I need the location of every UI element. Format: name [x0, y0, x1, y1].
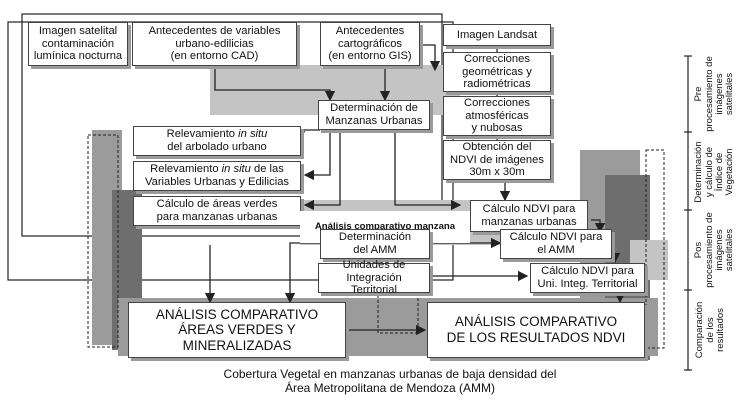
- node-antecedentes-variables: Antecedentes de variables urbano-edilici…: [132, 22, 297, 66]
- node-imagen-satelital: Imagen satelital contaminación lumínica …: [28, 22, 128, 66]
- node-relevamiento-variables: Relevamiento in situ de las Variables Ur…: [133, 161, 301, 191]
- text-run: del arbolado urbano: [167, 141, 267, 153]
- node-analisis-resultados-text: ANÁLISIS COMPARATIVO DE LOS RESULTADOS N…: [446, 314, 626, 345]
- node-relevamiento-arbolado-text: Relevamiento in situ del arbolado urbano: [167, 128, 268, 153]
- connector: [420, 44, 441, 72]
- node-obtencion-ndvi-text: Obtención del NDVI de imágenes 30m x 30m: [450, 141, 544, 179]
- node-calculo-ndvi-manzanas-text: Cálculo NDVI para manzanas urbanas: [481, 203, 577, 228]
- connector: [590, 219, 606, 234]
- node-determinacion-manzanas-text: Determinación de Manzanas Urbanas: [325, 102, 423, 127]
- node-analisis-resultados: ANÁLISIS COMPARATIVO DE LOS RESULTADOS N…: [427, 302, 645, 358]
- node-determinacion-amm-text: Determinación del AMM: [338, 231, 412, 256]
- node-imagen-satelital-text: Imagen satelital contaminación lumínica …: [33, 25, 123, 63]
- node-imagen-landsat: Imagen Landsat: [443, 24, 551, 46]
- dashed-frame-right: [645, 149, 665, 349]
- side-label-pre-text: Pre procesamiento de imágenes satelitale…: [693, 56, 735, 132]
- node-correcciones-geometricas-text: Correcciones geométricas y radiométricas: [462, 53, 532, 91]
- node-determinacion-amm: Determinación del AMM: [320, 229, 430, 259]
- text-run-italic: in situ: [221, 163, 251, 176]
- node-analisis-areas-verdes: ANÁLISIS COMPARATIVO ÁREAS VERDES Y MINE…: [128, 302, 346, 358]
- node-calculo-ndvi-uit: Cálculo NDVI para Uni. Integ. Territoria…: [530, 263, 645, 293]
- connector: [214, 65, 336, 102]
- text-run: Relevamiento: [150, 163, 222, 176]
- node-correcciones-geometricas: Correcciones geométricas y radiométricas: [443, 52, 551, 92]
- connector: [394, 130, 462, 211]
- text-run: de las Variables Urbanas y Edilicias: [144, 163, 290, 188]
- node-determinacion-manzanas: Determinación de Manzanas Urbanas: [318, 100, 430, 130]
- caption-line-1: Cobertura Vegetal en manzanas urbanas de…: [223, 367, 557, 381]
- side-label-determinacion: Determinación y cálculo de Índice de Veg…: [684, 134, 735, 210]
- node-antecedentes-variables-text: Antecedentes de variables urbano-edilici…: [148, 25, 281, 63]
- text-run-italic: in situ: [238, 128, 268, 141]
- side-label-pre: Pre procesamiento de imágenes satelitale…: [684, 56, 735, 132]
- node-calculo-ndvi-amm-text: Cálculo NDVI para el AMM: [509, 231, 603, 256]
- side-label-pos-text: Pos procesamiento de imágenes satelitale…: [693, 212, 735, 288]
- side-label-comparacion: Comparación de los resultados: [685, 292, 731, 368]
- connector: [303, 130, 341, 211]
- node-correcciones-atmosfericas-text: Correcciones atmosféricas y nubosas: [464, 97, 530, 135]
- node-imagen-landsat-text: Imagen Landsat: [456, 28, 538, 41]
- node-relevamiento-arbolado: Relevamiento in situ del arbolado urbano: [133, 126, 301, 156]
- node-calculo-ndvi-uit-text: Cálculo NDVI para Uni. Integ. Territoria…: [537, 265, 638, 290]
- side-label-pos: Pos procesamiento de imágenes satelitale…: [684, 212, 735, 288]
- node-unidades-integracion-text: Unidades de Integración Territorial: [342, 259, 406, 297]
- outer-frame-1: [21, 13, 443, 237]
- node-calculo-ndvi-manzanas: Cálculo NDVI para manzanas urbanas: [470, 200, 588, 232]
- text-run: Relevamiento: [166, 128, 239, 141]
- connector: [303, 130, 331, 181]
- node-analisis-areas-verdes-text: ANÁLISIS COMPARATIVO ÁREAS VERDES Y MINE…: [155, 306, 319, 353]
- node-calculo-ndvi-amm: Cálculo NDVI para el AMM: [500, 229, 612, 259]
- connector: [284, 242, 320, 304]
- node-antecedentes-cartograficos-text: Antecedentes cartográficos (en entorno G…: [328, 25, 412, 63]
- dashed-frame-left: [87, 134, 119, 348]
- connector: [294, 129, 320, 142]
- diagram-caption: Cobertura Vegetal en manzanas urbanas de…: [180, 367, 600, 396]
- node-calculo-areas-verdes: Cálculo de áreas verdes para manzanas ur…: [133, 196, 301, 226]
- node-relevamiento-variables-text: Relevamiento in situ de las Variables Ur…: [145, 163, 289, 188]
- caption-line-2: Área Metropolitana de Mendoza (AMM): [284, 381, 496, 396]
- node-correcciones-atmosfericas: Correcciones atmosféricas y nubosas: [443, 96, 551, 136]
- side-label-comparacion-text: Comparación de los resultados: [694, 301, 726, 359]
- node-obtencion-ndvi: Obtención del NDVI de imágenes 30m x 30m: [443, 140, 551, 180]
- side-label-determinacion-text: Determinación y cálculo de Índice de Veg…: [693, 141, 735, 203]
- node-antecedentes-cartograficos: Antecedentes cartográficos (en entorno G…: [320, 22, 420, 66]
- node-unidades-integracion: Unidades de Integración Territorial: [318, 259, 430, 296]
- node-calculo-areas-verdes-text: Cálculo de áreas verdes para manzanas ur…: [156, 198, 278, 223]
